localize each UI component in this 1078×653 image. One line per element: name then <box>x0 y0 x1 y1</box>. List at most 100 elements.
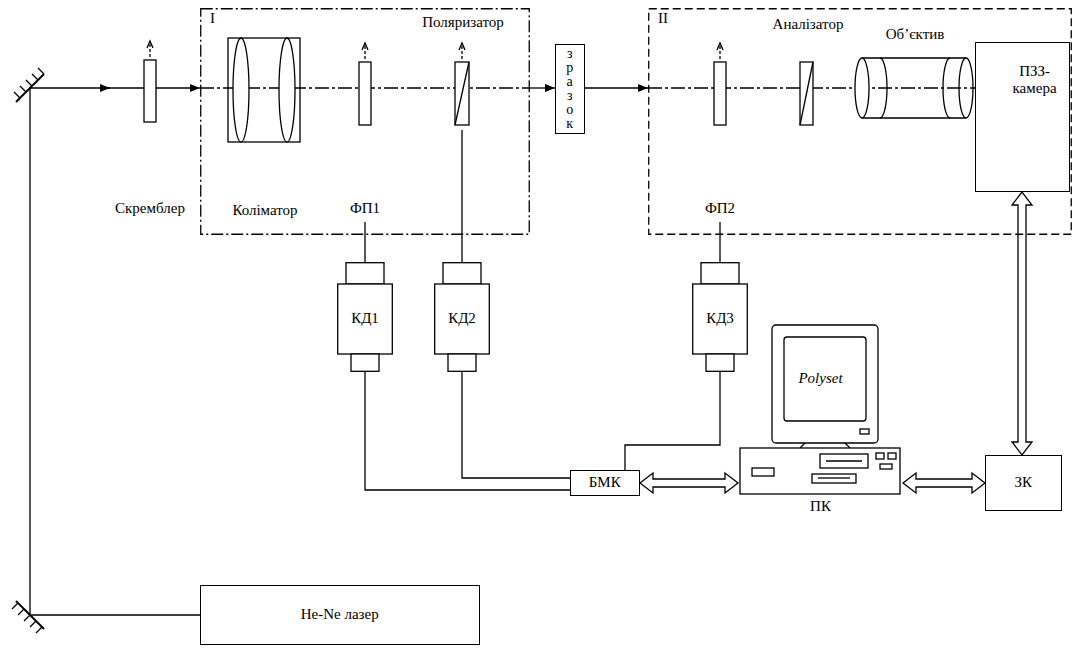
node-label: ФП1 <box>350 200 380 217</box>
connector <box>365 372 570 490</box>
connector <box>530 87 555 88</box>
motion-arrow <box>147 41 153 48</box>
objective-lens <box>855 58 869 118</box>
polarizer-symbol <box>455 62 469 125</box>
motion-arrow <box>364 44 365 59</box>
lens <box>279 38 295 142</box>
node-label: зразок <box>565 47 574 131</box>
node-label: КД3 <box>706 310 734 327</box>
region-outline <box>201 9 530 235</box>
control-unit: БМК <box>570 470 640 496</box>
phase-plate: ФП1 <box>345 40 385 222</box>
monitor <box>772 325 878 443</box>
system-unit <box>740 448 900 494</box>
frame-grabber: ЗК <box>985 455 1062 511</box>
mirror-hatch <box>12 603 42 633</box>
unit-button <box>880 464 892 469</box>
node-label: Скремблер <box>115 200 185 217</box>
region-frame: II ФП2 АналізаторОб’єктивПЗЗ- камера <box>648 8 1072 235</box>
polarizer-diagonal <box>455 62 469 125</box>
laser-box: He-Ne лазер <box>200 585 480 645</box>
drive-body <box>435 284 490 354</box>
node-label: ЗК <box>1014 474 1032 491</box>
connector <box>364 222 365 262</box>
ccd-camera: ПЗЗ- камера <box>975 42 1070 192</box>
drive-body <box>338 284 393 354</box>
objective-lens <box>959 58 973 118</box>
monitor-button <box>860 429 869 434</box>
data-bus-arrow <box>640 473 738 493</box>
node-label: КД2 <box>448 310 476 327</box>
sample-box: зразок <box>555 44 585 134</box>
coordinate-drive: КД1 <box>337 262 393 372</box>
scrambler-plate <box>144 60 156 122</box>
lens <box>233 38 249 142</box>
node-label: Polyset <box>798 370 842 387</box>
node-label: БМК <box>589 474 621 491</box>
drive-connector <box>346 263 384 284</box>
collimator: Коліматор <box>222 34 308 224</box>
node-label: He-Ne лазер <box>301 606 379 623</box>
drive-slot <box>826 460 862 461</box>
polarizer: Поляризатор <box>408 12 518 130</box>
drive-body <box>693 284 748 354</box>
connector <box>461 130 462 262</box>
connector <box>585 87 648 88</box>
region-outline <box>649 9 1072 235</box>
motion-arrow <box>459 43 465 50</box>
unit-button <box>888 453 896 459</box>
drive-connector <box>706 354 734 371</box>
drive-bay <box>820 454 868 468</box>
motion-arrow <box>461 44 462 59</box>
phase-plate-symbol <box>714 62 726 125</box>
coordinate-drive: КД3 <box>692 262 748 372</box>
phase-plate-symbol <box>359 62 371 125</box>
motion-arrow <box>719 44 720 59</box>
objective-barrel <box>862 58 966 118</box>
analyzer: Аналізатор <box>763 12 853 130</box>
computer: PolysetПК <box>738 322 903 520</box>
unit-panel <box>752 468 774 476</box>
node-label: ПК <box>810 498 831 515</box>
unit-button <box>876 453 884 459</box>
drive-slot <box>818 477 850 478</box>
node-label: ПЗЗ- камера <box>1000 63 1069 98</box>
drive-connector <box>443 263 481 284</box>
coordinate-drive: КД2 <box>434 262 490 372</box>
drive-connector <box>448 354 476 371</box>
data-bus-arrow <box>1012 192 1032 455</box>
mirror-hatch <box>14 68 44 98</box>
node-label: КД1 <box>351 310 379 327</box>
objective-lens <box>880 58 950 118</box>
connector <box>462 372 570 478</box>
node-label: Поляризатор <box>422 14 504 31</box>
phase-plate: ФП2 <box>700 40 740 222</box>
drive-connector <box>701 263 739 284</box>
connector <box>719 222 720 262</box>
connector <box>625 372 720 470</box>
motion-arrow <box>362 43 368 50</box>
objective: Об’єктив <box>855 24 975 124</box>
node-label: Коліматор <box>232 202 297 219</box>
analyzer-diagonal <box>800 62 813 125</box>
node-label: II <box>658 10 668 27</box>
motion-arrow <box>149 42 150 57</box>
collimator-frame <box>228 38 300 142</box>
drive-connector <box>351 354 379 371</box>
motion-arrow <box>717 43 723 50</box>
connector <box>190 87 200 88</box>
region-frame: I Коліматор ФП1 Поляризатор <box>200 8 530 235</box>
node-label: I <box>210 10 215 27</box>
scrambler: Скремблер <box>110 40 190 222</box>
node-label: Аналізатор <box>773 16 844 33</box>
monitor-screen <box>784 337 866 421</box>
monitor-stand <box>800 443 850 448</box>
node-label: Об’єктив <box>886 26 945 43</box>
data-bus-arrow <box>903 473 985 493</box>
connector <box>30 88 200 615</box>
analyzer-symbol <box>800 62 813 125</box>
node-label: ФП2 <box>705 200 735 217</box>
drive-bay <box>812 474 856 483</box>
